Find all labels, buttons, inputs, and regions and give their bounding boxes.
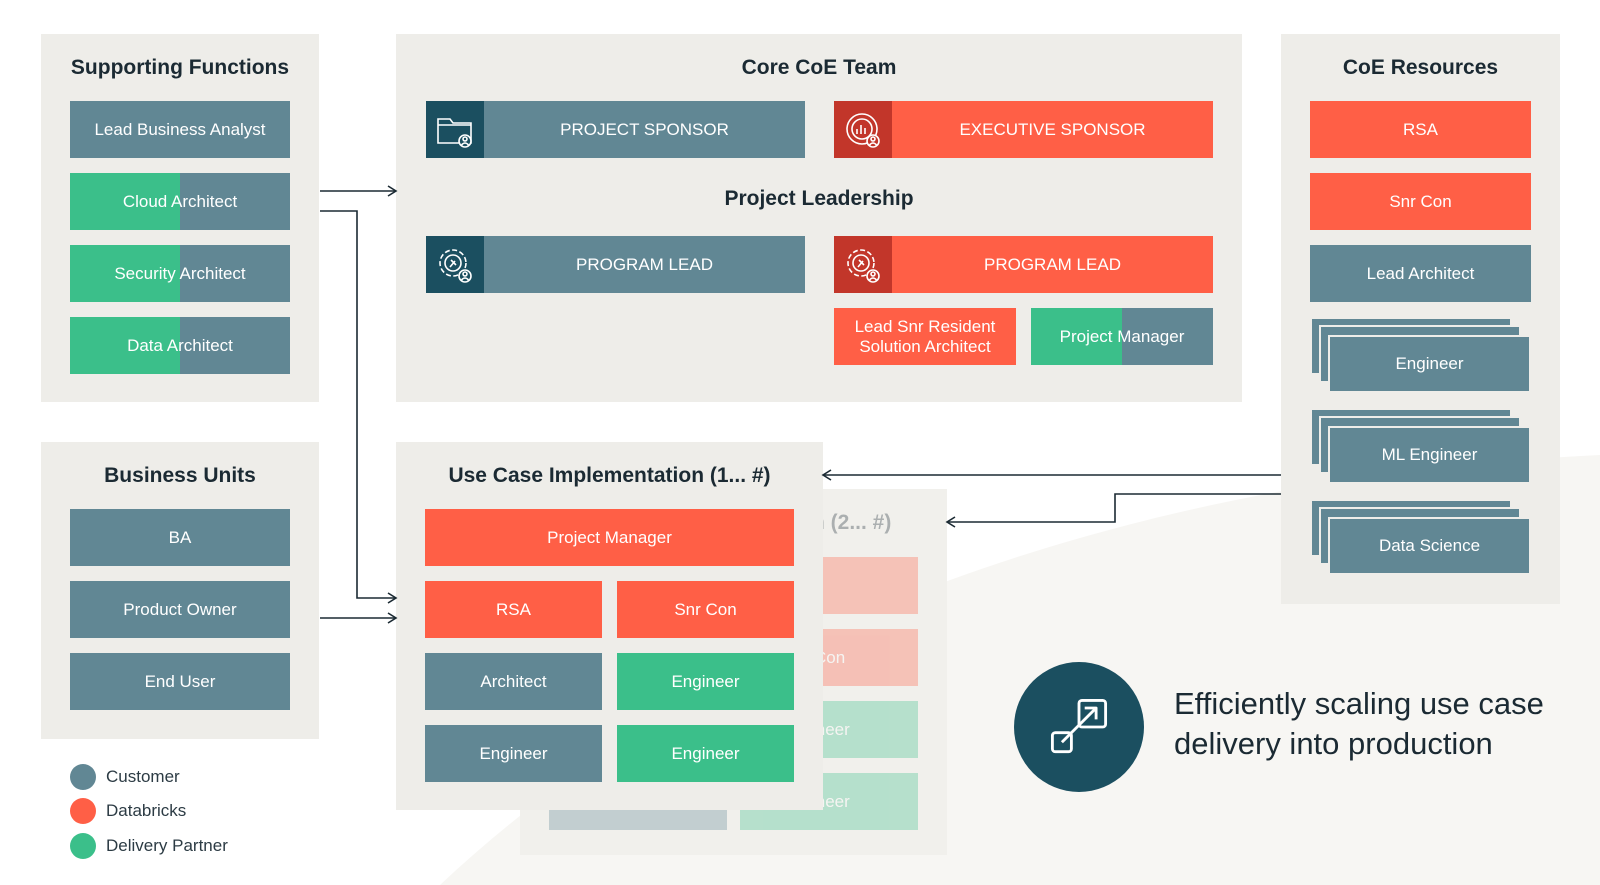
use-case-engineer-partner-1: Engineer xyxy=(617,653,794,710)
resource-rsa: RSA xyxy=(1310,101,1531,158)
resource-ml-engineer: ML Engineer xyxy=(1328,426,1531,484)
program-lead-databricks-label: PROGRAM LEAD xyxy=(984,254,1121,274)
legend-delivery-partner-swatch xyxy=(70,833,96,859)
project-sponsor: PROJECT SPONSOR xyxy=(426,101,805,158)
use-case-engineer-customer: Engineer xyxy=(425,725,602,782)
program-lead-customer: PROGRAM LEAD xyxy=(426,236,805,293)
legend-databricks-label: Databricks xyxy=(106,801,187,820)
program-lead-databricks: PROGRAM LEAD xyxy=(834,236,1213,293)
supporting-functions-panel: Supporting Functions Lead Business Analy… xyxy=(41,34,319,402)
business-units-panel: Business Units BA Product Owner End User xyxy=(41,442,319,739)
core-coe-team-panel: Core CoE Team PROJECT SPONSOR EXEC xyxy=(396,34,1242,402)
product-owner: Product Owner xyxy=(70,581,290,638)
business-units-title: Business Units xyxy=(104,464,256,487)
project-leadership-title: Project Leadership xyxy=(724,187,914,210)
use-case-implementation-panel: Use Case Implementation (1... #) Project… xyxy=(396,442,823,810)
executive-sponsor: EXECUTIVE SPONSOR xyxy=(834,101,1213,158)
coe-resources-panel: CoE Resources RSA Snr Con Lead Architect… xyxy=(1281,34,1560,604)
security-architect: Security Architect xyxy=(70,245,290,302)
use-case-snr-con: Snr Con xyxy=(617,581,794,638)
core-project-manager: Project Manager xyxy=(1031,308,1213,365)
use-case-rsa: RSA xyxy=(425,581,602,638)
lead-snr-resident-solution-architect: Lead Snr Resident Solution Architect xyxy=(834,308,1016,365)
expand-arrow-icon xyxy=(1014,662,1144,792)
legend-databricks: Databricks xyxy=(70,798,186,824)
legend-customer-label: Customer xyxy=(106,767,180,786)
executive-sponsor-label: EXECUTIVE SPONSOR xyxy=(959,119,1146,139)
resource-snr-con: Snr Con xyxy=(1310,173,1531,230)
resource-lead-architect: Lead Architect xyxy=(1310,245,1531,302)
business-analyst: BA xyxy=(70,509,290,566)
use-case-implementation-title: Use Case Implementation (1... #) xyxy=(448,464,771,487)
chart-person-icon xyxy=(834,101,892,158)
end-user: End User xyxy=(70,653,290,710)
use-case-project-manager: Project Manager xyxy=(425,509,794,566)
program-lead-customer-label: PROGRAM LEAD xyxy=(576,254,713,274)
gear-person-icon xyxy=(426,236,484,293)
tagline: Efficiently scaling use case delivery in… xyxy=(1174,686,1544,761)
legend-delivery-partner: Delivery Partner xyxy=(70,833,228,859)
supporting-functions-title: Supporting Functions xyxy=(70,56,290,79)
project-sponsor-label: PROJECT SPONSOR xyxy=(560,119,729,139)
folder-person-icon xyxy=(426,101,484,158)
legend-customer: Customer xyxy=(70,764,180,790)
gear-person-icon xyxy=(834,236,892,293)
use-case-engineer-partner-2: Engineer xyxy=(617,725,794,782)
coe-resources-title: CoE Resources xyxy=(1342,56,1499,79)
lead-business-analyst: Lead Business Analyst xyxy=(70,101,290,158)
legend-customer-swatch xyxy=(70,764,96,790)
resource-engineer: Engineer xyxy=(1328,335,1531,393)
data-architect: Data Architect xyxy=(70,317,290,374)
core-coe-team-title: Core CoE Team xyxy=(741,56,897,79)
use-case-2-title: n (2... #) xyxy=(812,511,892,534)
legend-delivery-partner-label: Delivery Partner xyxy=(106,836,228,855)
use-case-architect: Architect xyxy=(425,653,602,710)
resource-data-science: Data Science xyxy=(1328,517,1531,575)
legend-databricks-swatch xyxy=(70,798,96,824)
cloud-architect: Cloud Architect xyxy=(70,173,290,230)
